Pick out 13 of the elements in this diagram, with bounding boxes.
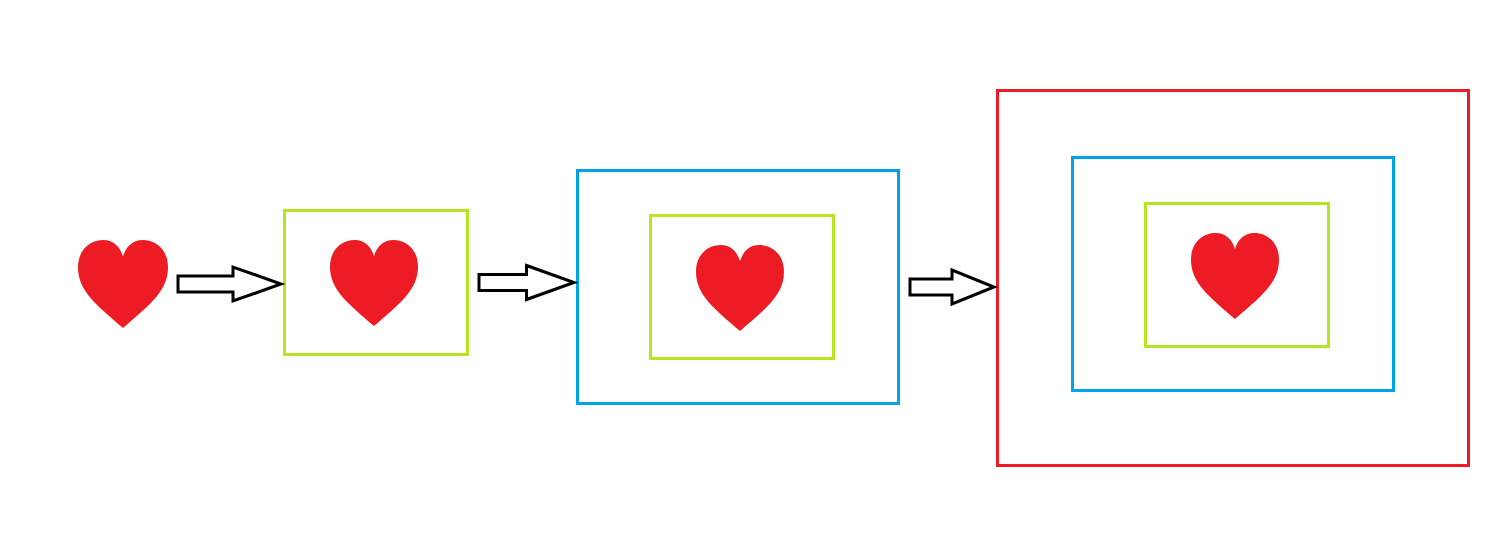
heart-icon bbox=[330, 240, 418, 326]
frame-box bbox=[283, 209, 469, 356]
frame-box bbox=[576, 169, 900, 405]
block-arrow bbox=[908, 267, 998, 307]
frame-box bbox=[1144, 202, 1330, 348]
heart-icon bbox=[696, 245, 784, 331]
frame-box bbox=[649, 214, 835, 360]
block-arrow bbox=[477, 263, 579, 302]
frame-box bbox=[1071, 156, 1395, 392]
heart-icon bbox=[78, 240, 168, 328]
frame-box bbox=[996, 89, 1470, 467]
block-arrow bbox=[176, 264, 286, 304]
heart-icon bbox=[1191, 233, 1279, 319]
